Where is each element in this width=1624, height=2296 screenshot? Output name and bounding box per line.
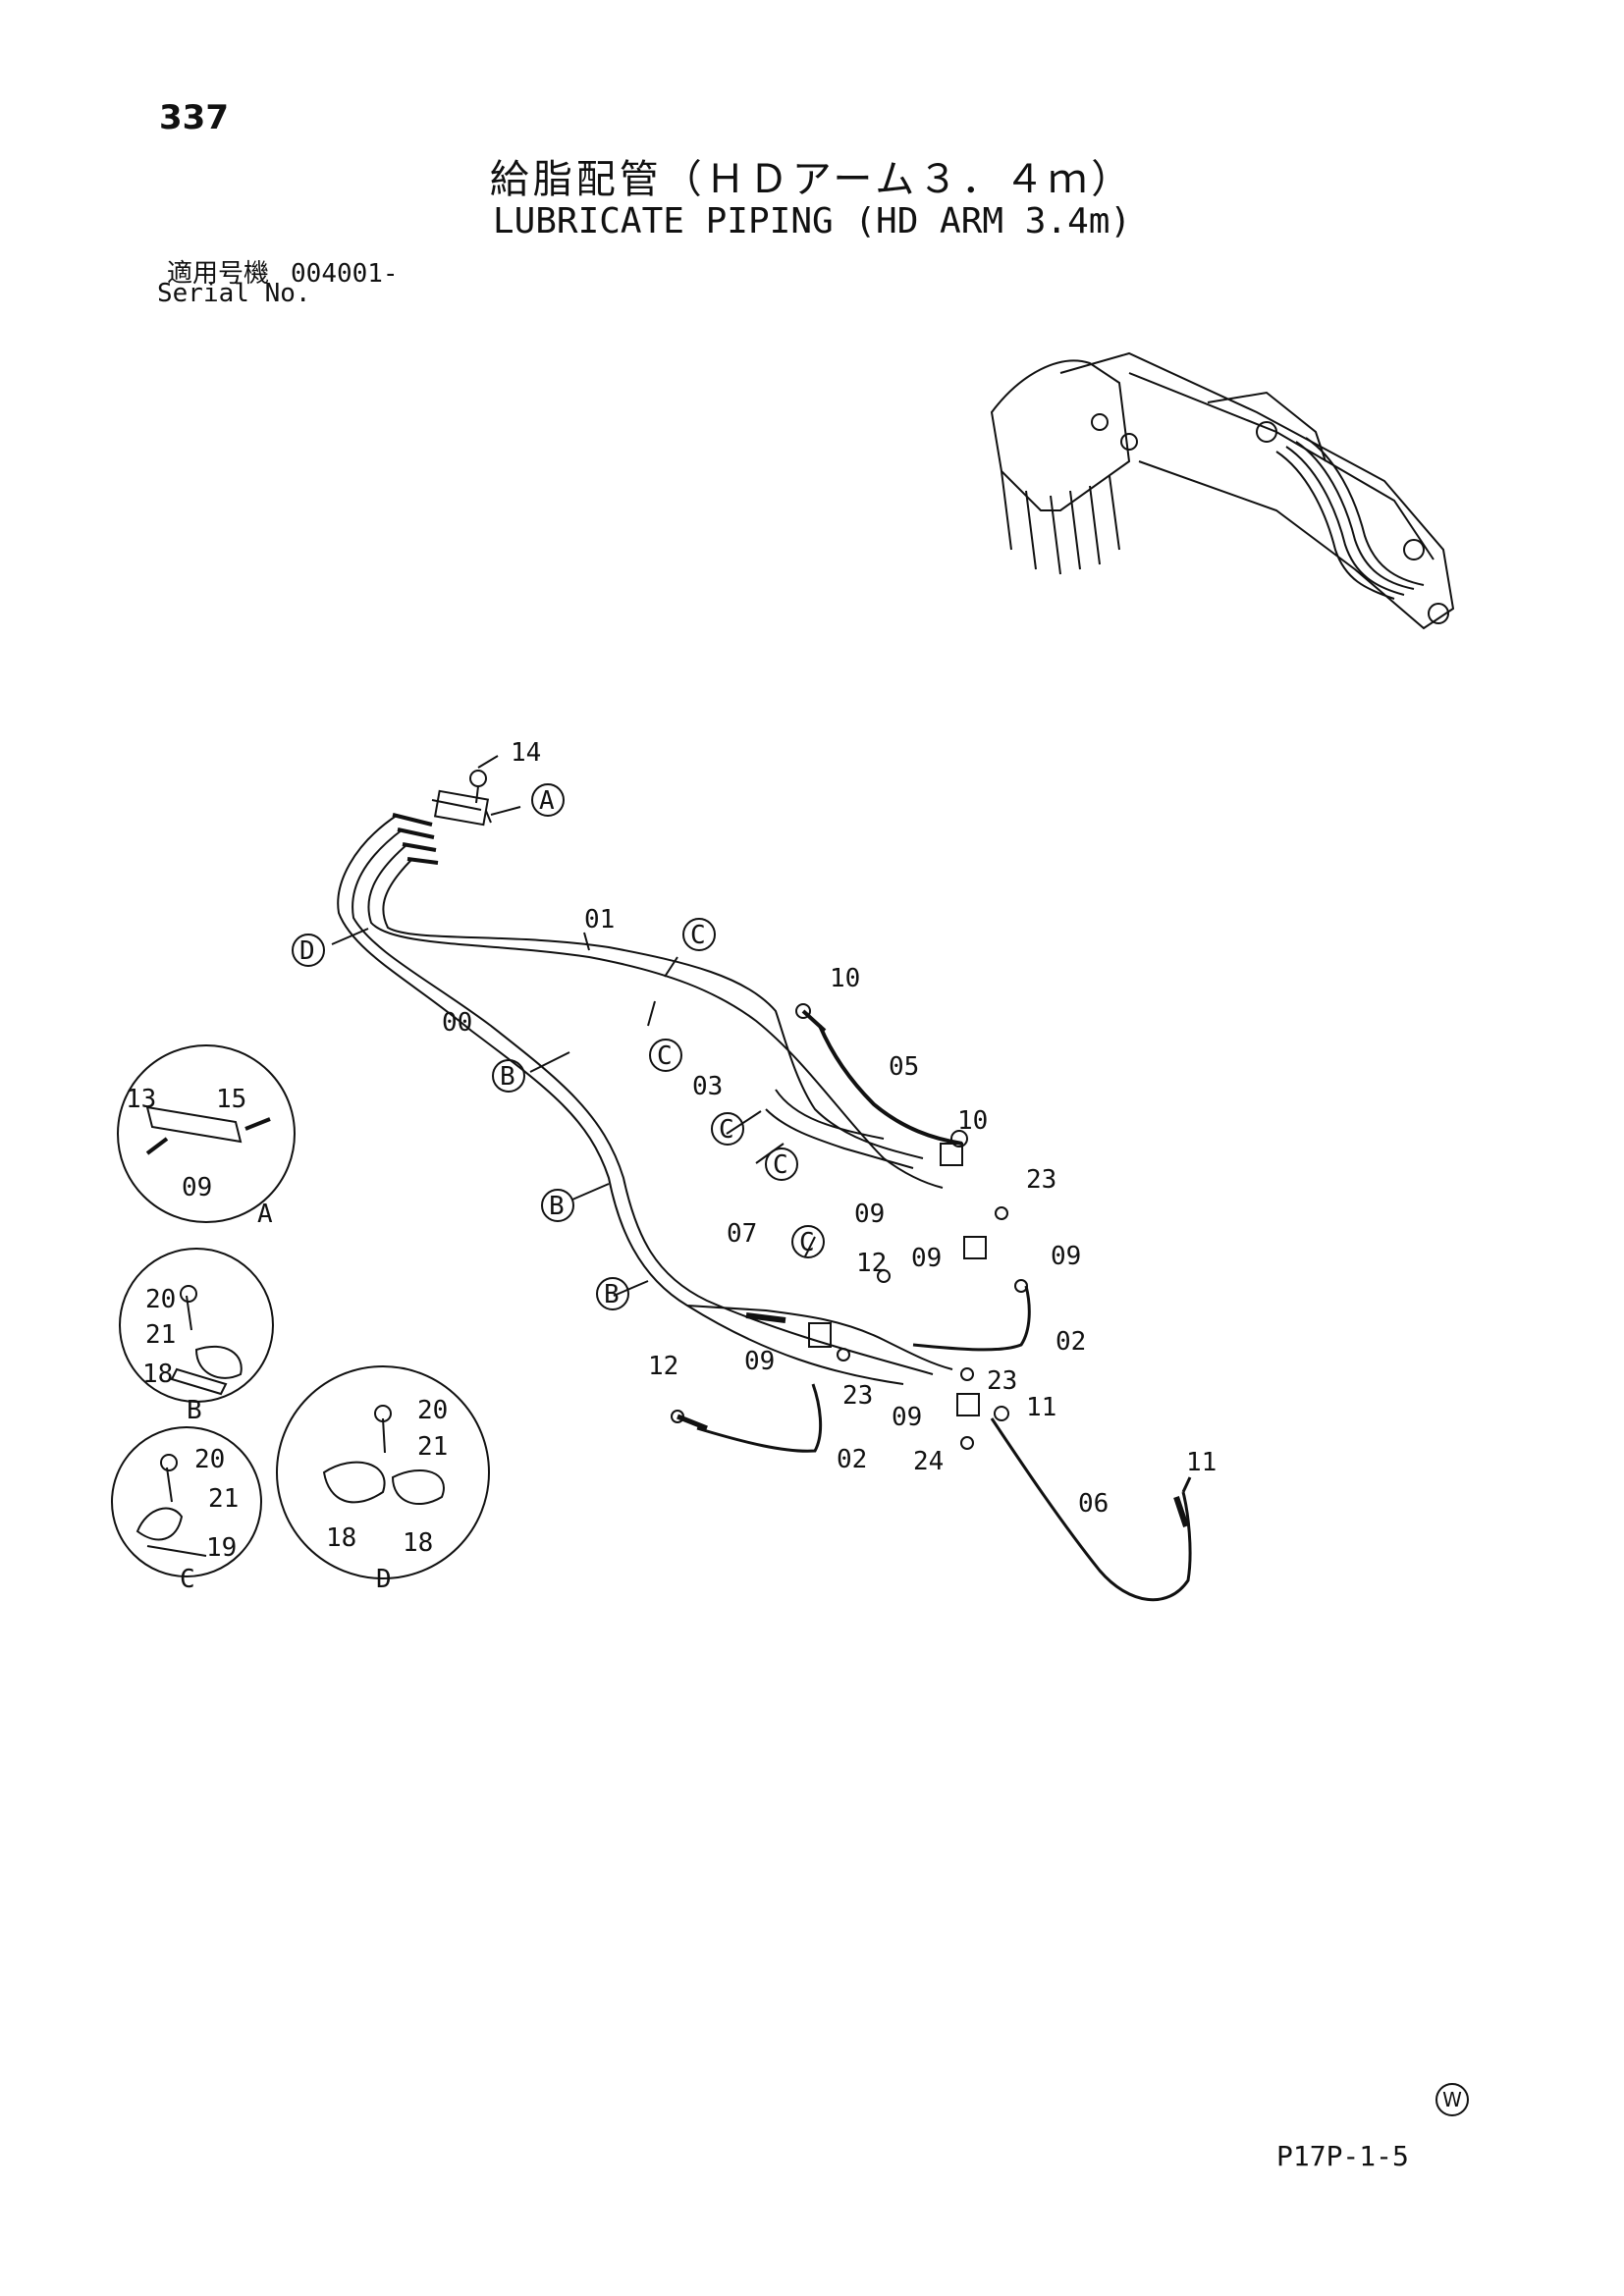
ref-C: C	[657, 1041, 673, 1071]
title-english: LUBRICATE PIPING (HD ARM 3.4m)	[492, 201, 1132, 241]
detail-D: 20 21 18 18 D	[276, 1365, 490, 1594]
callout-10: 10	[830, 964, 860, 993]
detail-C-part-21: 21	[208, 1484, 239, 1514]
callout-02: 02	[837, 1445, 867, 1474]
callout-02: 02	[1056, 1327, 1086, 1357]
ref-C: C	[690, 921, 706, 950]
callout-23: 23	[842, 1381, 873, 1411]
detail-B-label: B	[187, 1396, 202, 1425]
callout-01: 01	[584, 905, 615, 934]
callout-23: 23	[987, 1366, 1017, 1396]
footer-code: P17P-1-5	[1276, 2140, 1409, 2172]
serial-number: 004001-	[291, 259, 399, 289]
detail-C-label: C	[180, 1565, 195, 1594]
callout-11: 11	[1186, 1448, 1217, 1477]
detail-A-part-09: 09	[182, 1173, 212, 1202]
ref-C: C	[719, 1115, 734, 1145]
detail-A: 13 15 09 A	[117, 1044, 296, 1229]
ref-D: D	[299, 936, 315, 966]
callout-24: 24	[913, 1447, 944, 1476]
ref-B: B	[604, 1280, 620, 1309]
serial-applicability: 適用号機 004001-	[167, 253, 399, 290]
callout-09: 09	[744, 1347, 775, 1376]
callout-10: 10	[957, 1106, 988, 1136]
title-japanese: 給脂配管（ＨＤアーム３．４ｍ）	[489, 157, 1135, 202]
ref-C: C	[799, 1228, 815, 1257]
detail-C: 20 21 19 C	[111, 1426, 262, 1594]
leader-lines	[331, 755, 816, 1297]
detail-A-label: A	[257, 1200, 273, 1229]
page-number: 337	[159, 98, 229, 137]
callout-00: 00	[442, 1008, 472, 1038]
callout-11: 11	[1026, 1393, 1056, 1422]
callout-12: 12	[648, 1352, 678, 1381]
ref-C: C	[773, 1150, 788, 1180]
detail-D-part-18b: 18	[403, 1528, 433, 1558]
callout-03: 03	[692, 1072, 723, 1101]
detail-D-part-20: 20	[417, 1396, 448, 1425]
detail-B-part-20: 20	[145, 1285, 176, 1314]
ref-B: B	[500, 1062, 515, 1092]
detail-B: 20 21 18 B	[119, 1248, 274, 1425]
excavator-arm-overview	[990, 351, 1455, 630]
piping-bundle	[337, 770, 1192, 1602]
callout-12: 12	[856, 1249, 887, 1278]
ref-B: B	[549, 1192, 565, 1221]
serial-label-en: Serial No.	[157, 279, 311, 308]
detail-D-part-21: 21	[417, 1432, 448, 1462]
w-mark: W	[1435, 2083, 1469, 2116]
detail-B-part-18: 18	[142, 1360, 173, 1389]
detail-C-part-19: 19	[206, 1533, 237, 1563]
serial-label-ja: 適用号機	[167, 259, 270, 289]
callout-09: 09	[1051, 1242, 1081, 1271]
detail-B-part-21: 21	[145, 1320, 176, 1350]
detail-A-part-15: 15	[216, 1085, 246, 1114]
callout-05: 05	[889, 1052, 919, 1082]
detail-D-part-18: 18	[326, 1523, 356, 1553]
part-callouts: 14 01 00 03 05 10 10 23 23 23 09 09 09 0…	[442, 738, 1217, 1519]
detail-D-label: D	[376, 1565, 392, 1594]
callout-09: 09	[911, 1244, 942, 1273]
reference-labels: A D C C C C C B B B	[299, 786, 815, 1309]
ref-A: A	[539, 786, 555, 816]
callout-09: 09	[892, 1403, 922, 1432]
callout-23: 23	[1026, 1165, 1056, 1195]
callout-14: 14	[511, 738, 541, 768]
detail-A-part-13: 13	[126, 1085, 156, 1114]
reference-circles	[292, 783, 825, 1310]
callout-06: 06	[1078, 1489, 1109, 1519]
detail-C-part-20: 20	[194, 1445, 225, 1474]
callout-07: 07	[727, 1219, 757, 1249]
callout-09: 09	[854, 1200, 885, 1229]
